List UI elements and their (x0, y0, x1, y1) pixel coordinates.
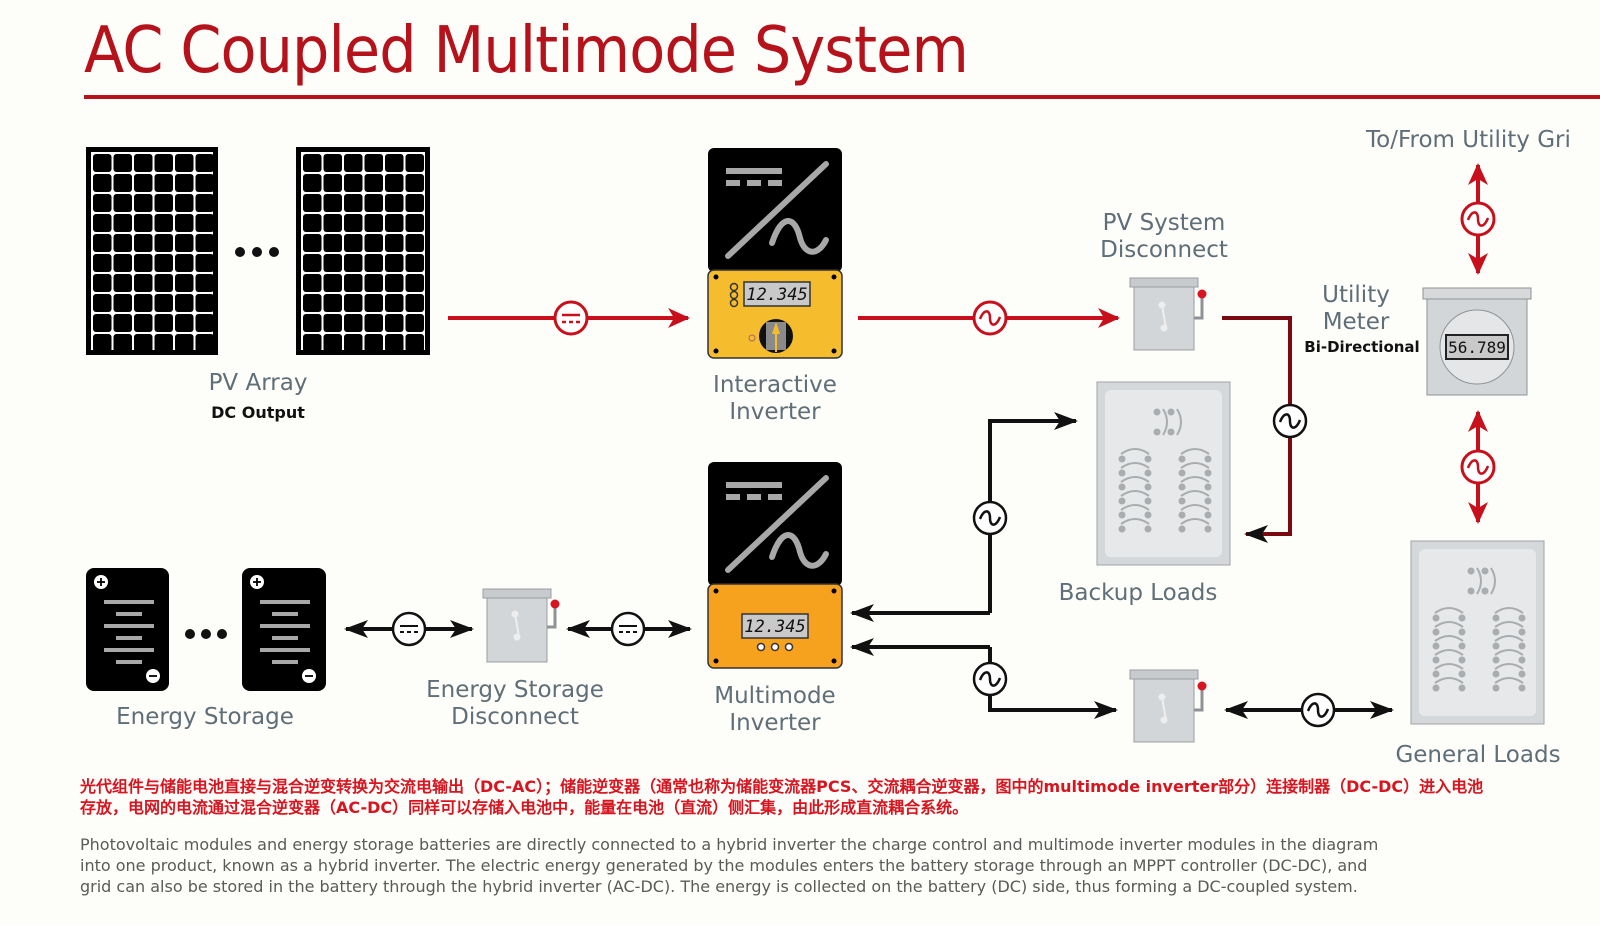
utility-grid-label: To/From Utility Gri (1366, 127, 1571, 153)
label-line: PV System (1102, 210, 1226, 236)
dc-line-battery-disconnect (344, 611, 474, 647)
inverter-icon: 12.345 (707, 148, 843, 359)
title-underline (84, 95, 1600, 99)
dc-line-pv-to-inverter (448, 300, 690, 336)
solar-panel-icon (86, 147, 218, 355)
description-line: 存放，电网的电流通过混合逆变器（AC-DC）同样可以存储入电池中，能量在电池（直… (80, 798, 969, 817)
meter-icon: 56.789 (1422, 287, 1532, 396)
label-line: Utility (1322, 282, 1390, 308)
dc-line-disconnect-multimode (566, 611, 692, 647)
chinese-description: 光代组件与储能电池直接与混合逆变转换为交流电输出（DC-AC）；储能逆变器（通常… (80, 776, 1580, 818)
ac-line-inverter-to-disconnect (858, 300, 1120, 336)
interactive-inverter-display: 12.345 (746, 285, 807, 305)
grid-connection-arrow (1460, 163, 1496, 275)
ac-line-multimode-grid (850, 638, 1118, 719)
label-line: Meter (1322, 309, 1390, 335)
energy-storage-label: Energy Storage (116, 704, 294, 730)
meter-display: 56.789 (1448, 338, 1506, 357)
label-line: Disconnect (1100, 237, 1228, 263)
disconnect-switch-icon (482, 588, 560, 663)
interactive-inverter-label: Interactive Inverter (675, 372, 875, 426)
description-line: grid can also be stored in the battery t… (80, 877, 1358, 896)
meter-to-general-loads-arrow (1460, 410, 1496, 524)
label-line: Multimode (714, 683, 836, 709)
ellipsis-icon (235, 247, 279, 257)
disconnect-switch-icon (1129, 669, 1207, 743)
inverter-icon: 12.345 (707, 462, 843, 669)
multimode-inverter-display: 12.345 (744, 617, 805, 637)
battery-icon (86, 568, 169, 691)
label-line: Interactive (713, 372, 837, 398)
label-line: Inverter (729, 710, 821, 736)
ellipsis-icon (185, 629, 227, 639)
pv-disconnect-label: PV System Disconnect (1064, 210, 1264, 264)
load-panel-icon (1096, 381, 1231, 566)
load-panel-icon (1410, 540, 1545, 725)
disconnect-switch-icon (1129, 277, 1207, 351)
utility-meter-label: Utility Meter (1296, 282, 1416, 336)
energy-storage-disconnect-label: Energy Storage Disconnect (400, 677, 630, 731)
ac-line-disconnect-to-general (1224, 692, 1394, 728)
pv-array-sublabel: DC Output (211, 403, 305, 422)
english-description: Photovoltaic modules and energy storage … (80, 834, 1380, 897)
utility-meter-sublabel: Bi-Directional (1304, 338, 1420, 356)
description-line: into one product, known as a hybrid inve… (80, 856, 1368, 875)
description-line: Photovoltaic modules and energy storage … (80, 835, 1379, 854)
pv-array-label: PV Array (208, 370, 308, 396)
label-line: Inverter (729, 399, 821, 425)
ac-line-multimode-backup (850, 412, 1078, 622)
page-title: AC Coupled Multimode System (84, 14, 969, 88)
multimode-inverter-label: Multimode Inverter (675, 683, 875, 737)
label-line: Disconnect (451, 704, 579, 730)
label-line: Energy Storage (426, 677, 604, 703)
ac-line-disconnect-to-backup (1222, 316, 1308, 543)
description-line: 光代组件与储能电池直接与混合逆变转换为交流电输出（DC-AC）；储能逆变器（通常… (80, 777, 1484, 796)
battery-icon (242, 568, 326, 691)
backup-loads-label: Backup Loads (1058, 580, 1218, 606)
solar-panel-icon (296, 147, 430, 355)
general-loads-label: General Loads (1395, 742, 1561, 768)
